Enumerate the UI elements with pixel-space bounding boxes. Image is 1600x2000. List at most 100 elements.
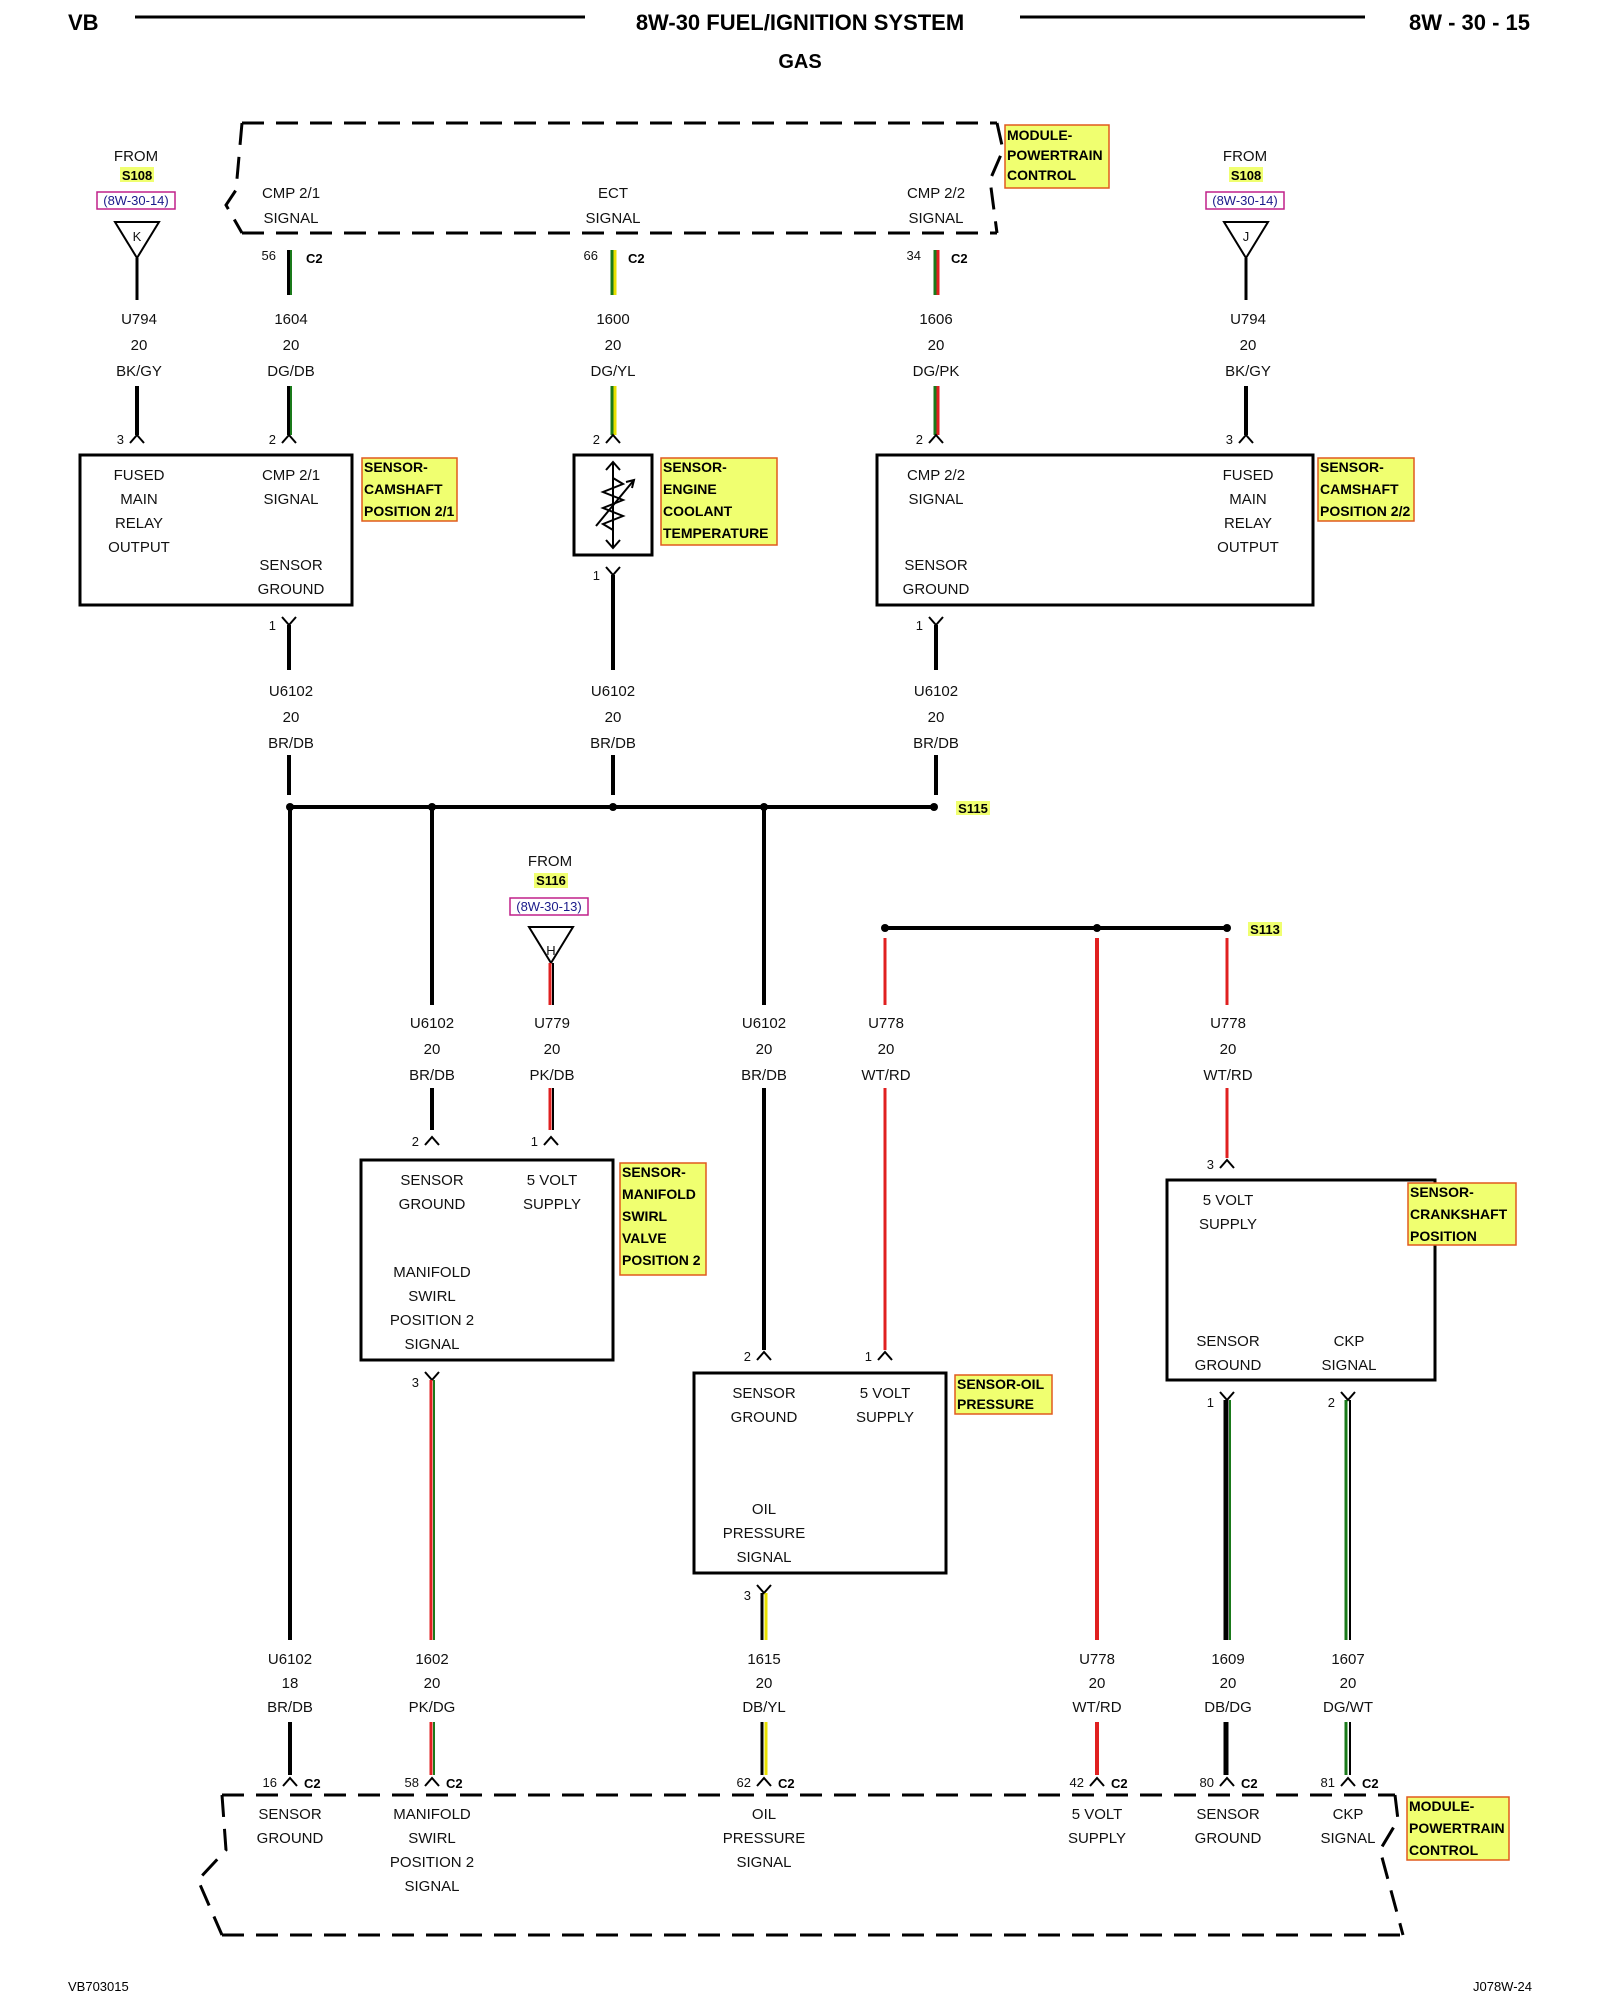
svg-text:S113: S113 (1250, 922, 1280, 937)
svg-text:1: 1 (269, 618, 276, 633)
pcm-top-tag: MODULE- POWERTRAIN CONTROL (1004, 124, 1110, 189)
svg-text:H: H (546, 943, 555, 958)
svg-text:(8W-30-13): (8W-30-13) (516, 899, 582, 914)
svg-text:DB/DG: DB/DG (1204, 1699, 1252, 1716)
cmp21-tag: SENSOR- CAMSHAFT POSITION 2/1 (361, 457, 458, 522)
connector-pin: 1 (916, 616, 944, 633)
cmp21-label: SIGNAL (263, 491, 318, 508)
svg-text:20: 20 (131, 337, 148, 354)
svg-text:S115: S115 (958, 801, 988, 816)
pcm-bottom-pin-name: GROUND (257, 1830, 324, 1847)
cmp21-label: OUTPUT (108, 539, 170, 556)
svg-text:C2: C2 (778, 1776, 795, 1791)
svg-text:BR/DB: BR/DB (913, 735, 959, 752)
svg-text:20: 20 (1240, 337, 1257, 354)
svg-text:FROM: FROM (114, 148, 158, 165)
connector-pin: 2 (744, 1349, 772, 1364)
wire-label-top-4: 1606 20 DG/PK (913, 311, 960, 380)
connector-id: C2 (951, 251, 968, 266)
svg-text:20: 20 (1089, 1675, 1106, 1692)
svg-text:20: 20 (1340, 1675, 1357, 1692)
svg-text:3: 3 (744, 1588, 751, 1603)
svg-text:58: 58 (405, 1775, 419, 1790)
ckp-label: CKP (1334, 1333, 1365, 1350)
svg-text:20: 20 (605, 337, 622, 354)
svg-text:20: 20 (928, 709, 945, 726)
splice-ref-right: FROM S108 (8W-30-14) J (1205, 148, 1285, 260)
footer-right: J078W-24 (1473, 1979, 1532, 1994)
svg-text:MODULE-: MODULE- (1007, 127, 1073, 143)
svg-text:62: 62 (737, 1775, 751, 1790)
svg-text:DG/PK: DG/PK (913, 363, 960, 380)
oil-label: PRESSURE (723, 1525, 806, 1542)
cmp22-tag: SENSOR- CAMSHAFT POSITION 2/2 (1317, 457, 1415, 522)
svg-text:K: K (133, 229, 142, 244)
cmp21-label: SENSOR (259, 557, 323, 574)
msv-label: SWIRL (408, 1288, 456, 1305)
svg-text:SENSOR-: SENSOR- (1320, 459, 1384, 475)
svg-text:20: 20 (928, 337, 945, 354)
pcm-top-pin-name: ECT (598, 185, 628, 202)
svg-text:PK/DB: PK/DB (529, 1067, 574, 1084)
cmp22-label: CMP 2/2 (907, 467, 965, 484)
ckp-label: SIGNAL (1321, 1357, 1376, 1374)
svg-text:1600: 1600 (596, 311, 629, 328)
cmp22-label: SIGNAL (908, 491, 963, 508)
svg-text:20: 20 (544, 1041, 561, 1058)
svg-text:C2: C2 (1111, 1776, 1128, 1791)
msv-label: MANIFOLD (393, 1264, 471, 1281)
pcm-top-pin-name: SIGNAL (585, 210, 640, 227)
svg-text:SENSOR-: SENSOR- (622, 1164, 686, 1180)
oil-tag: SENSOR-OIL PRESSURE (954, 1374, 1053, 1415)
svg-text:COOLANT: COOLANT (663, 503, 733, 519)
svg-text:BR/DB: BR/DB (268, 735, 314, 752)
ckp-label: SUPPLY (1199, 1216, 1257, 1233)
pcm-top-pin-name: SIGNAL (908, 210, 963, 227)
svg-text:BK/GY: BK/GY (116, 363, 162, 380)
svg-text:1: 1 (1207, 1395, 1214, 1410)
wire-label-top-1: U794 20 BK/GY (116, 311, 162, 380)
connector-pin: 1 (269, 616, 297, 633)
ckp-label: 5 VOLT (1203, 1192, 1254, 1209)
wire-top-3 (610, 250, 617, 435)
svg-text:U6102: U6102 (268, 1651, 312, 1668)
svg-text:U778: U778 (868, 1015, 904, 1032)
svg-text:PRESSURE: PRESSURE (957, 1396, 1034, 1412)
pin-number: 34 (907, 248, 921, 263)
svg-text:U794: U794 (1230, 311, 1266, 328)
page-number: 8W - 30 - 15 (1409, 10, 1530, 35)
cmp21-label: RELAY (115, 515, 163, 532)
connector-id: C2 (628, 251, 645, 266)
svg-text:BR/DB: BR/DB (409, 1067, 455, 1084)
svg-text:U6102: U6102 (410, 1015, 454, 1032)
svg-text:TEMPERATURE: TEMPERATURE (663, 525, 769, 541)
svg-text:C2: C2 (304, 1776, 321, 1791)
wire-label-ground-3: U6102 20 BR/DB (913, 683, 959, 752)
oil-label: SIGNAL (736, 1549, 791, 1566)
svg-text:SENSOR-OIL: SENSOR-OIL (957, 1376, 1045, 1392)
svg-text:1604: 1604 (274, 311, 307, 328)
wire-label-top-5: U794 20 BK/GY (1225, 311, 1271, 380)
svg-text:WT/RD: WT/RD (1072, 1699, 1121, 1716)
wire-label-bottom-1: U6102 18 BR/DB (267, 1651, 313, 1716)
msv-label: GROUND (399, 1196, 466, 1213)
pcm-bottom-tag: MODULE- POWERTRAIN CONTROL (1406, 1796, 1510, 1861)
svg-text:C2: C2 (1362, 1776, 1379, 1791)
ckp-label: SENSOR (1196, 1333, 1260, 1350)
pcm-bottom-pin-name: GROUND (1195, 1830, 1262, 1847)
connector-pin: 3 (744, 1584, 772, 1603)
svg-text:C2: C2 (446, 1776, 463, 1791)
svg-text:20: 20 (1220, 1041, 1237, 1058)
connector-pin: 3 (1226, 432, 1254, 447)
svg-text:2: 2 (744, 1349, 751, 1364)
svg-text:POWERTRAIN: POWERTRAIN (1409, 1820, 1505, 1836)
svg-text:1615: 1615 (747, 1651, 780, 1668)
connector-pin: 1 (593, 566, 621, 583)
svg-text:(8W-30-14): (8W-30-14) (1212, 193, 1278, 208)
svg-text:SWIRL: SWIRL (622, 1208, 668, 1224)
svg-text:J: J (1243, 229, 1250, 244)
svg-text:S108: S108 (122, 168, 152, 183)
msv-label: POSITION 2 (390, 1312, 474, 1329)
oil-label: SENSOR (732, 1385, 796, 1402)
svg-text:POSITION 2/1: POSITION 2/1 (364, 503, 454, 519)
